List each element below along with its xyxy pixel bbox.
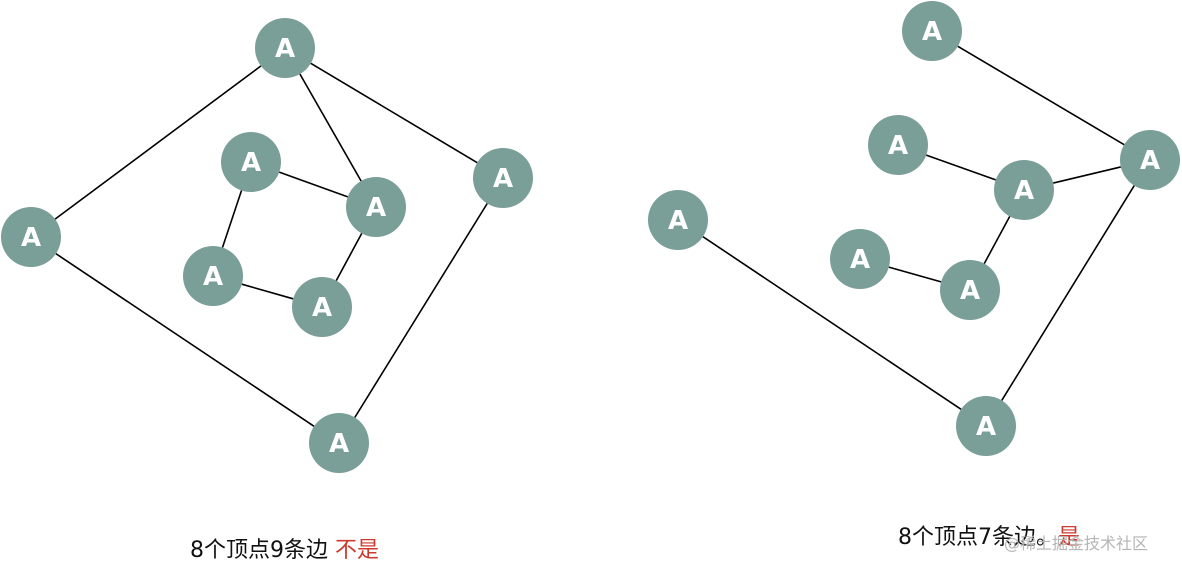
node-right-m2: A [868,115,928,175]
node-label: A [493,164,513,194]
node-right-m5: A [830,229,890,289]
node-right-m1: A [902,1,962,61]
node-circle [1,207,61,267]
node-left-n2: A [255,18,315,78]
edge-left-n2-n5 [299,73,362,182]
node-left-n8: A [473,148,533,208]
node-label: A [922,17,942,47]
node-label: A [241,148,261,178]
node-circle [902,1,962,61]
caption-left-verdict: 不是 [335,538,380,563]
node-circle [830,229,890,289]
node-right-m7: A [648,190,708,250]
node-circle [648,190,708,250]
edge-right-m5-m6 [888,266,942,283]
edge-left-n6-n7 [241,283,294,300]
edge-right-m7-m8 [702,236,962,410]
edge-left-n1-n3 [55,253,315,427]
node-circle [183,246,243,306]
node-circle [868,115,928,175]
caption-left-text: 8个顶点9条边 [190,538,335,563]
node-label: A [203,262,223,292]
node-label: A [888,131,908,161]
node-label: A [1014,176,1034,206]
node-label: A [275,34,295,64]
edge-left-n5-n7 [335,233,363,281]
edges [54,45,1135,427]
node-circle [940,260,1000,320]
node-right-m3: A [994,160,1054,220]
node-circle [292,277,352,337]
edge-left-n4-n6 [221,190,243,248]
node-left-n5: A [346,177,406,237]
node-left-n1: A [1,207,61,267]
node-circle [255,18,315,78]
edge-left-n4-n5 [278,171,349,198]
edge-right-m1-m4 [957,45,1125,146]
edge-right-m3-m6 [983,216,1011,264]
node-circle [1120,130,1180,190]
node-label: A [21,223,41,253]
nodes: A A A A A A A A A A A A A A A A [1,1,1180,473]
node-circle [221,132,281,192]
node-circle [994,160,1054,220]
node-label: A [329,429,349,459]
node-label: A [960,276,980,306]
edge-left-n1-n2 [54,65,262,220]
node-circle [309,413,369,473]
node-label: A [976,412,996,442]
edge-right-m2-m3 [925,154,997,181]
watermark: @稀土掘金技术社区 [1004,534,1149,553]
node-right-m4: A [1120,130,1180,190]
node-label: A [850,245,870,275]
node-circle [956,396,1016,456]
caption-left: 8个顶点9条边 不是 [190,532,379,564]
node-label: A [312,293,332,323]
caption-right: 8个顶点7条边。是 [898,519,1080,551]
node-circle [473,148,533,208]
edge-right-m4-m8 [1001,185,1135,401]
edge-left-n2-n8 [310,62,478,164]
node-label: A [366,193,386,223]
node-left-n6: A [183,246,243,306]
caption-right-text: 8个顶点7条边。 [898,525,1058,550]
edge-right-m3-m4 [1052,166,1122,184]
node-label: A [668,206,688,236]
node-left-n3: A [309,413,369,473]
node-right-m6: A [940,260,1000,320]
node-right-m8: A [956,396,1016,456]
node-left-n4: A [221,132,281,192]
node-circle [346,177,406,237]
caption-right-verdict: 是 [1058,525,1081,550]
node-label: A [1140,146,1160,176]
edge-left-n3-n8 [354,203,488,418]
node-left-n7: A [292,277,352,337]
